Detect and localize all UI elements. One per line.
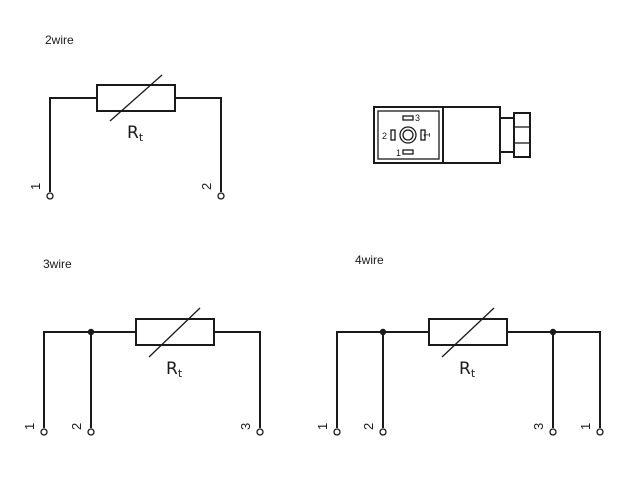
two-wire-circuit: 2wire Rt 1 2 [28,33,225,200]
connector-drawing: 3 2 1 1 [373,106,531,164]
four-wire-junction-left [379,328,387,336]
two-wire-terminal-1 [46,192,54,200]
connector-contact-right [420,129,426,141]
two-wire-variable-arrow [109,74,163,122]
three-wire-resistor-label: Rt [166,359,183,380]
four-wire-pin-4-label: 1 [578,423,593,430]
four-wire-pin-1-label: 1 [315,423,330,430]
four-wire-terminal-1 [333,428,341,436]
three-wire-circuit: 3wire Rt 1 2 3 [22,257,264,436]
four-wire-resistor-label: Rt [459,359,476,380]
three-wire-variable-arrow [148,307,201,358]
four-wire-terminal-3 [549,428,557,436]
four-wire-pin-3-label: 3 [531,423,546,430]
connector-pin-1-label: 1 [396,148,401,158]
two-wire-lead-right [175,97,222,192]
four-wire-lead-4 [507,331,601,428]
four-wire-resistor [428,318,508,346]
two-wire-resistor [96,84,176,112]
three-wire-terminal-2 [87,428,95,436]
three-wire-title: 3wire [43,257,72,271]
connector-pin-2-label: 2 [382,131,387,141]
three-wire-terminal-1 [40,428,48,436]
four-wire-lead-1 [336,331,429,428]
connector-center-ring-outer [399,126,417,144]
three-wire-lead-right [214,331,261,428]
two-wire-resistor-label: Rt [127,123,144,144]
three-wire-lead-left [43,331,136,428]
two-wire-lead-left [49,97,97,192]
connector-pin-1-rotated-label: 1 [422,132,432,137]
connector-contact-bottom [402,149,414,155]
three-wire-pin-1-label: 1 [22,423,37,430]
three-wire-resistor [135,318,215,346]
connector-center-ring-inner [402,129,414,141]
two-wire-pin-2-label: 2 [199,183,214,190]
four-wire-circuit: 4wire Rt 1 2 3 1 [315,253,604,436]
connector-nut [513,112,531,158]
two-wire-terminal-2 [217,192,225,200]
three-wire-pin-3-label: 3 [238,423,253,430]
connector-gland [499,117,515,153]
three-wire-pin-2-label: 2 [69,423,84,430]
four-wire-title: 4wire [355,253,384,267]
connector-contact-top [402,115,414,121]
three-wire-junction [87,328,95,336]
connector-face-inner [377,110,440,160]
four-wire-variable-arrow [441,307,495,358]
four-wire-junction-right [549,328,557,336]
four-wire-terminal-2 [379,428,387,436]
four-wire-pin-2-label: 2 [361,423,376,430]
connector-body [442,106,501,164]
connector-contact-left [390,129,396,141]
four-wire-terminal-4 [596,428,604,436]
two-wire-pin-1-label: 1 [28,183,43,190]
two-wire-title: 2wire [45,33,74,47]
connector-pin-3-label: 3 [415,113,420,123]
three-wire-terminal-3 [256,428,264,436]
